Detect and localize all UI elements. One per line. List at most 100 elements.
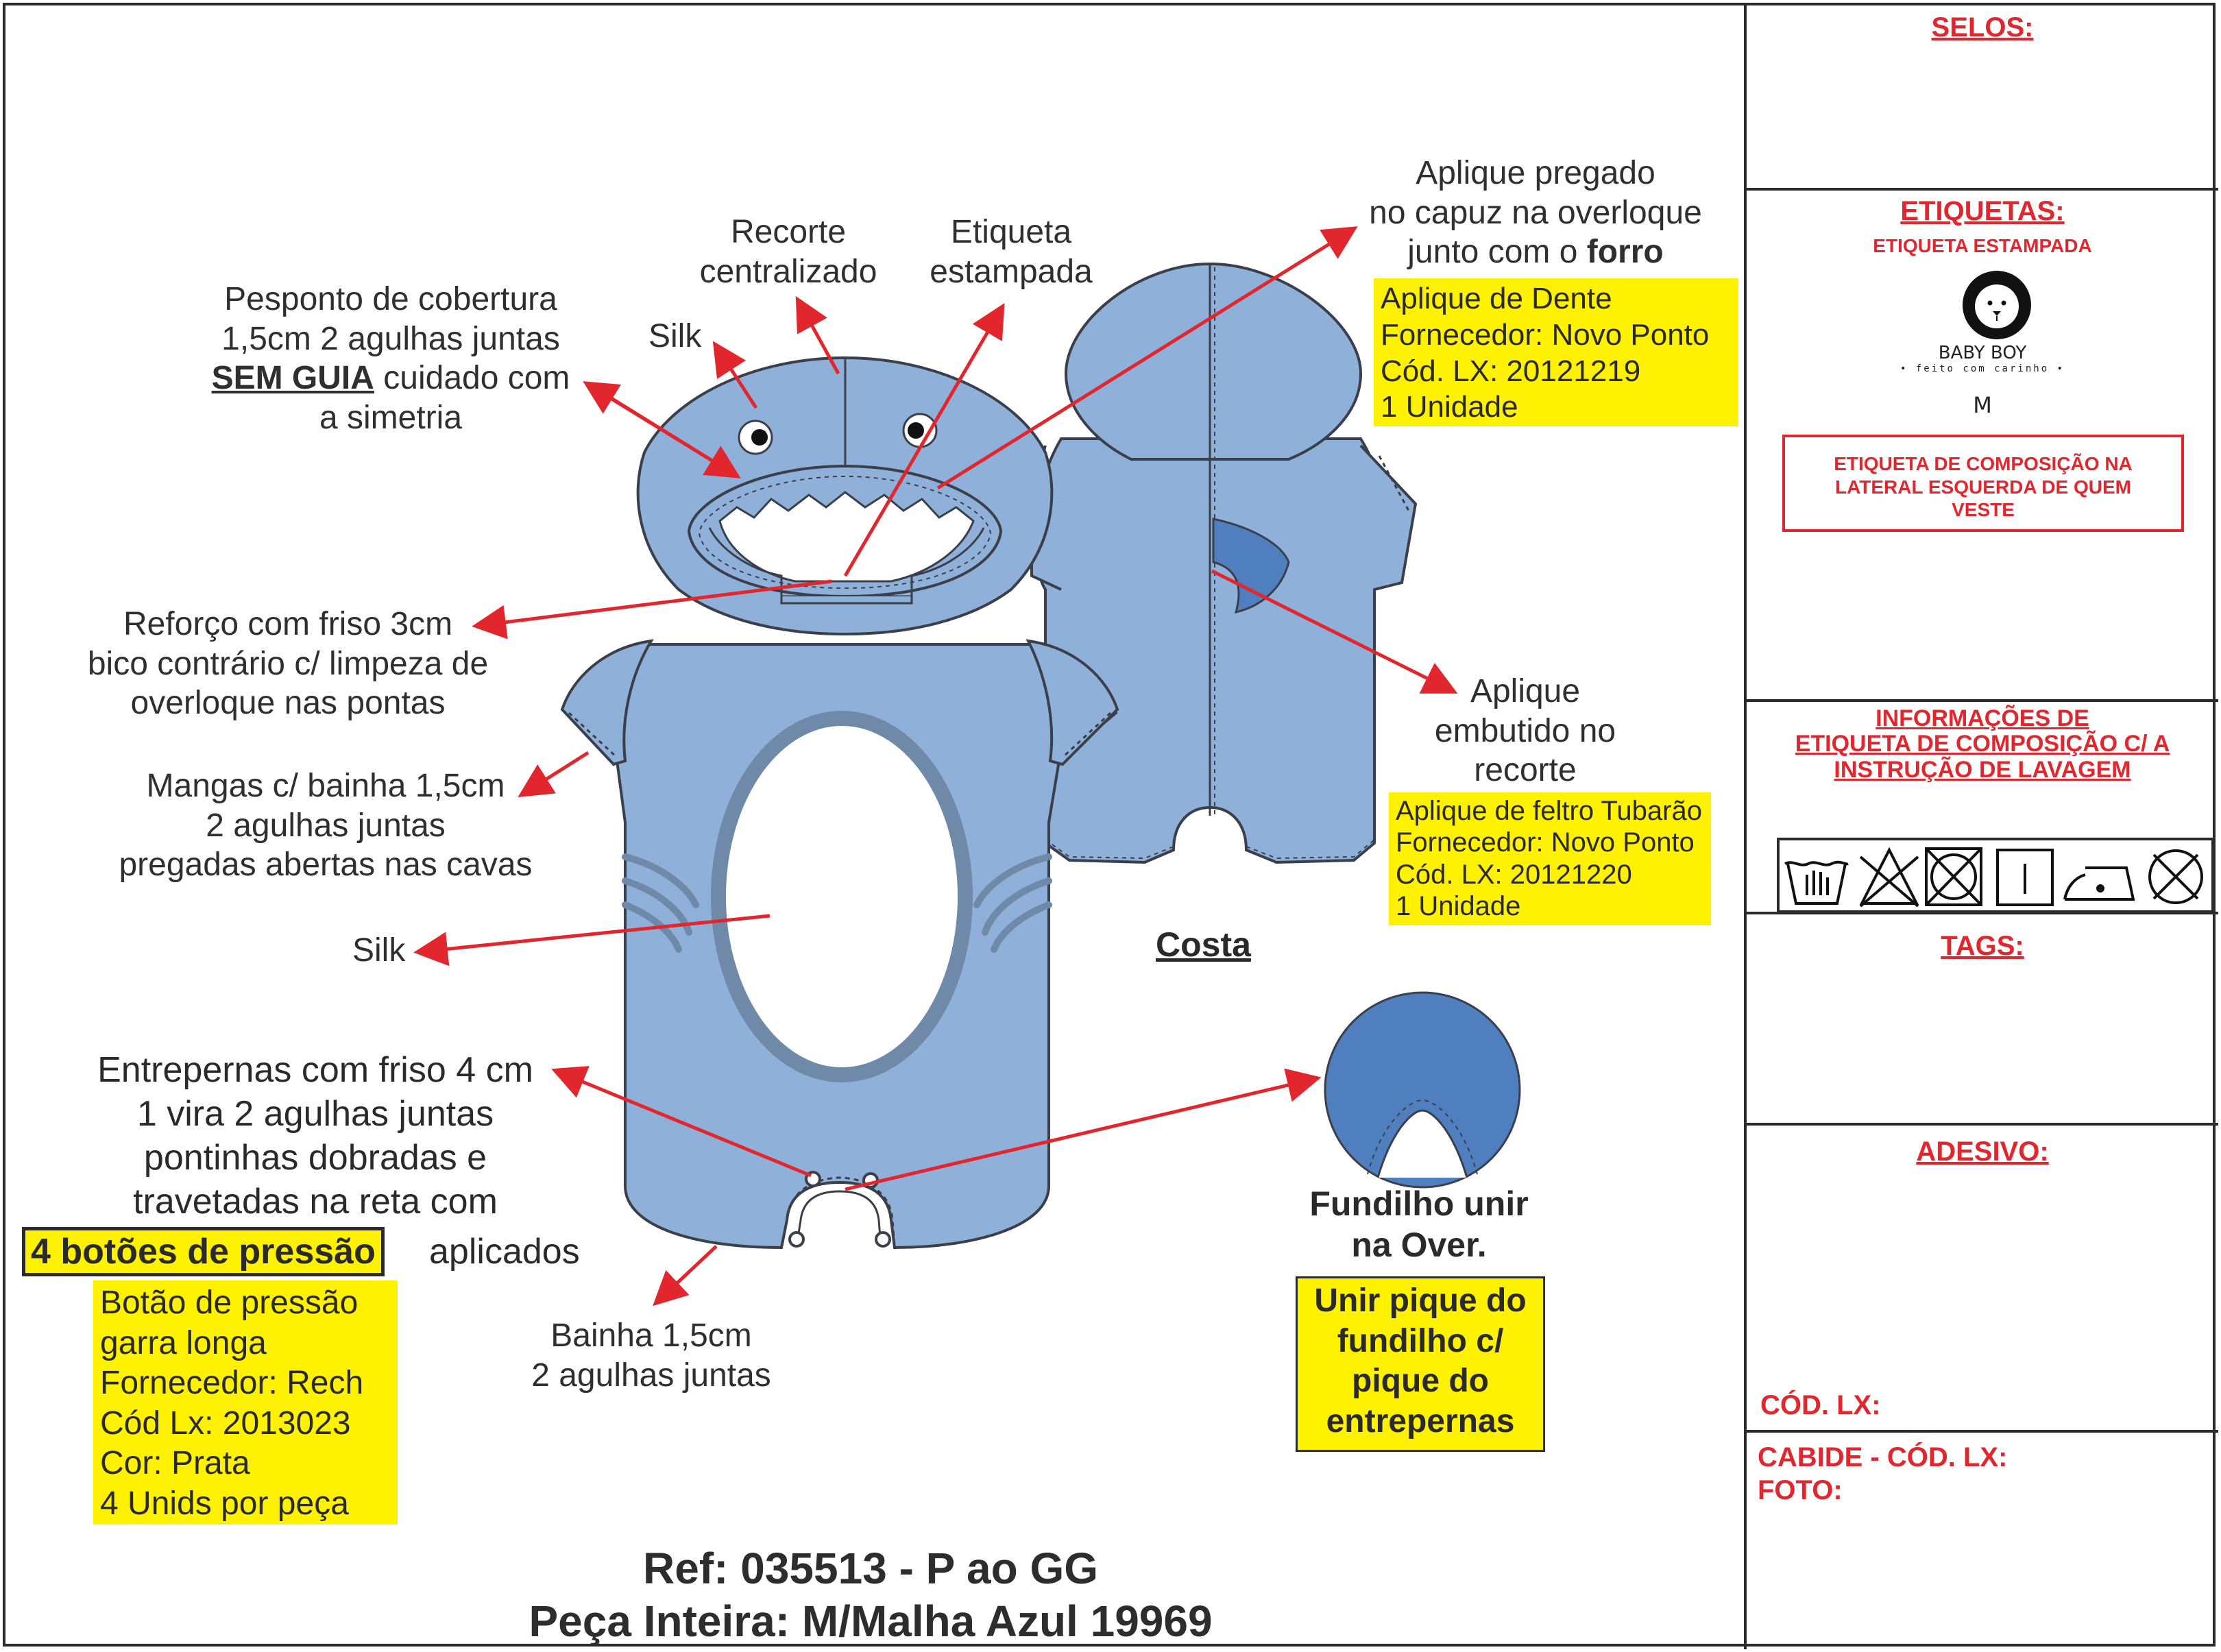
embutido-line-3: recorte	[1474, 752, 1577, 789]
pregado-line-1: Aplique pregado	[1416, 155, 1655, 191]
embutido-line-2: embutido no	[1434, 712, 1616, 749]
dente-line-4: 1 Unidade	[1381, 390, 1518, 424]
botao-line-5: Cor: Prata	[100, 1445, 250, 1482]
embutido-line-1: Aplique	[1470, 673, 1581, 709]
aplique-embutido-note: Aplique embutido no recorte	[1412, 672, 1638, 790]
entrepernas-line-3: pontinhas dobradas e	[143, 1137, 487, 1178]
botao-line-2: garra longa	[100, 1324, 267, 1361]
snap-button	[875, 1231, 891, 1248]
entrepernas-line-2: 1 vira 2 agulhas juntas	[136, 1093, 494, 1134]
sheet-frame	[3, 3, 2216, 1647]
mangas-line-2: 2 agulhas juntas	[206, 807, 446, 844]
reforco-line-1: Reforço com friso 3cm	[123, 606, 453, 642]
botao-line-4: Cód Lx: 2013023	[100, 1405, 351, 1442]
forro-label: forro	[1586, 234, 1664, 271]
sidebar-divider	[1744, 3, 1747, 1649]
composicao-line-2: LATERAL ESQUERDA DE QUEM	[1835, 476, 2131, 498]
botoes-highlight: 4 botões de pressão	[22, 1227, 385, 1277]
recorte-line-2: centralizado	[699, 253, 877, 290]
low-iron-icon	[2063, 866, 2135, 901]
fundilho-box-line-1: Unir pique do	[1314, 1283, 1527, 1319]
entrepernas-note: Entrepernas com friso 4 cm 1 vira 2 agul…	[41, 1049, 590, 1224]
pregado-line-2: no capuz na overloque	[1369, 194, 1702, 231]
etiquetas-heading: ETIQUETAS:	[1900, 196, 2065, 226]
pesponto-note: Pesponto de cobertura 1,5cm 2 agulhas ju…	[185, 280, 596, 437]
fundilho-box-line-2: fundilho c/	[1337, 1322, 1504, 1359]
informacoes-heading: INFORMAÇÕES DE ETIQUETA DE COMPOSIÇÃO C/…	[1747, 705, 2218, 783]
peca-description: Peça Inteira: M/Malha Azul 19969	[529, 1596, 1213, 1646]
pesponto-line-1: Pesponto de cobertura	[224, 281, 557, 317]
etiqueta-estampada-label: ETIQUETA ESTAMPADA	[1873, 235, 2092, 256]
callout-arrows	[413, 226, 1458, 1307]
bainha-line-2: 2 agulhas juntas	[531, 1357, 771, 1394]
fundilho-box-line-3: pique do	[1352, 1363, 1489, 1400]
adesivo-heading: ADESIVO:	[1916, 1137, 2049, 1167]
reforco-note: Reforço com friso 3cm bico contrário c/ …	[48, 605, 528, 723]
composicao-line-3: VESTE	[1952, 499, 2015, 521]
etiqueta-line-2: estampada	[930, 253, 1093, 290]
aplicados-label: aplicados	[429, 1232, 580, 1272]
cabide-block: CABIDE - CÓD. LX: FOTO:	[1758, 1441, 2007, 1507]
composicao-line-1: ETIQUETA DE COMPOSIÇÃO NA	[1834, 453, 2133, 474]
dente-line-1: Aplique de Dente	[1381, 282, 1612, 315]
botao-line-6: 4 Unids por peça	[100, 1485, 349, 1522]
cabide-label: CABIDE - CÓD. LX:	[1758, 1442, 2008, 1472]
back-view-drawing	[1025, 262, 1418, 864]
informacoes-line-2: ETIQUETA DE COMPOSIÇÃO C/ A	[1795, 731, 2170, 757]
pesponto-line-4: a simetria	[319, 399, 463, 436]
label-size: M	[1973, 392, 1992, 418]
tubarao-line-1: Aplique de feltro Tubarão	[1396, 796, 1702, 826]
mangas-line-1: Mangas c/ bainha 1,5cm	[146, 768, 505, 804]
pesponto-cuidado: cuidado com	[374, 360, 570, 397]
pesponto-line-2: 1,5cm 2 agulhas juntas	[221, 320, 560, 357]
tubarao-line-2: Fornecedor: Novo Ponto	[1396, 827, 1695, 858]
recorte-line-1: Recorte	[730, 214, 847, 250]
etiqueta-note: Etiqueta estampada	[905, 212, 1117, 291]
fundilho-spec-box: Unir pique do fundilho c/ pique do entre…	[1296, 1276, 1545, 1452]
foto-label: FOTO:	[1758, 1475, 1843, 1505]
reforco-line-2: bico contrário c/ limpeza de	[87, 645, 489, 682]
botao-spec-box: Botão de pressão garra longa Fornecedor:…	[93, 1280, 398, 1525]
dente-line-2: Fornecedor: Novo Ponto	[1381, 317, 1710, 352]
dente-spec-box: Aplique de Dente Fornecedor: Novo Ponto …	[1374, 278, 1738, 426]
etiqueta-line-1: Etiqueta	[950, 214, 1072, 250]
fundilho-box-line-4: entrepernas	[1326, 1402, 1515, 1440]
mangas-note: Mangas c/ bainha 1,5cm 2 agulhas juntas …	[75, 766, 576, 885]
selos-heading: SELOS:	[1931, 12, 2034, 42]
recorte-note: Recorte centralizado	[685, 212, 891, 291]
aplique-pregado-note: Aplique pregado no capuz na overloque ju…	[1337, 154, 1734, 272]
sidebar-rule-3	[1747, 912, 2218, 914]
botao-line-1: Botão de pressão	[100, 1285, 359, 1321]
informacoes-line-1: INFORMAÇÕES DE	[1876, 705, 2089, 731]
entrepernas-line-4: travetadas na reta com	[133, 1181, 498, 1222]
silk-belly-label: Silk	[352, 932, 406, 969]
sidebar-rule-5	[1747, 1430, 2218, 1433]
entrepernas-line-1: Entrepernas com friso 4 cm	[97, 1050, 533, 1090]
label-brand: BABY BOY	[1938, 343, 2027, 363]
sem-guia-label: SEM GUIA	[211, 360, 374, 397]
botao-line-3: Fornecedor: Rech	[100, 1365, 364, 1402]
cod-lx-label: CÓD. LX:	[1760, 1390, 1881, 1420]
tubarao-line-3: Cód. LX: 20121220	[1396, 859, 1632, 890]
pesponto-line-3: SEM GUIA cuidado com	[185, 359, 596, 398]
composicao-box: ETIQUETA DE COMPOSIÇÃO NA LATERAL ESQUER…	[1782, 435, 2184, 532]
front-view-drawing	[560, 356, 1119, 1250]
fundilho-note: Fundilho unir na Over.	[1275, 1183, 1563, 1265]
informacoes-line-3: INSTRUÇÃO DE LAVAGEM	[1834, 756, 2131, 783]
costa-label: Costa	[1156, 925, 1251, 964]
dente-line-3: Cód. LX: 20121219	[1381, 354, 1641, 388]
fundilho-line-2: na Over.	[1351, 1226, 1487, 1264]
fundilho-detail-drawing	[1324, 991, 1521, 1189]
reference-block: Ref: 035513 - P ao GG Peça Inteira: M/Ma…	[411, 1542, 1330, 1648]
fundilho-line-1: Fundilho unir	[1309, 1185, 1529, 1223]
label-tagline: • feito com carinho •	[1900, 363, 2065, 374]
line-dry-icon	[1996, 849, 2054, 906]
bainha-note: Bainha 1,5cm 2 agulhas juntas	[494, 1316, 809, 1395]
no-bleach-icon	[1859, 847, 1919, 908]
no-tumble-dry-icon	[1925, 847, 1982, 906]
mangas-line-3: pregadas abertas nas cavas	[119, 847, 533, 884]
snap-button	[788, 1231, 805, 1248]
tubarao-line-4: 1 Unidade	[1396, 891, 1521, 922]
